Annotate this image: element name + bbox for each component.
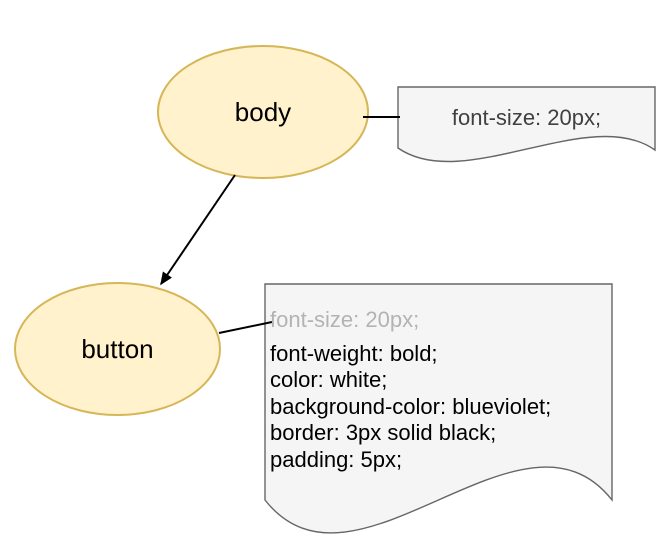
- button-node-shape: [14, 282, 221, 416]
- button-note-shape: [264, 283, 613, 534]
- button-note-connector: [218, 321, 273, 334]
- inheritance-arrow: [160, 174, 236, 286]
- body-note-shape: [397, 86, 656, 163]
- body-node-shape: [157, 45, 369, 179]
